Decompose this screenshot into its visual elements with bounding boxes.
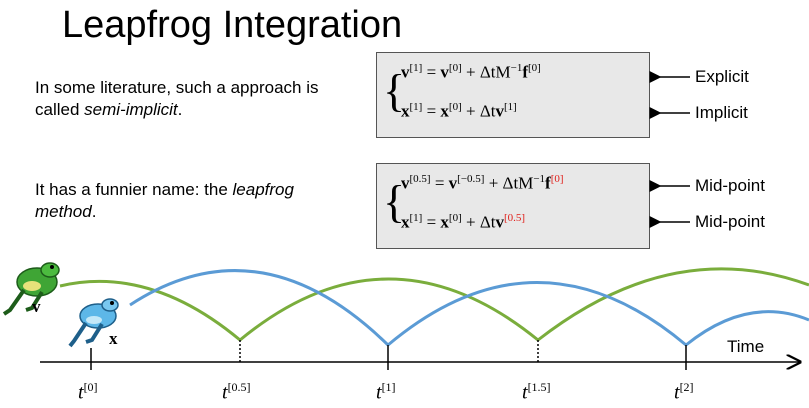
- intro-text: In some literature, such a approach is c…: [35, 77, 355, 121]
- frog-v-label: v: [32, 297, 41, 316]
- blue-arc-3: [685, 310, 809, 347]
- label-explicit: Explicit: [695, 67, 749, 86]
- tick-label-2: t[2]: [674, 380, 694, 404]
- tick-label-0: t[0]: [78, 380, 98, 404]
- intro-text-before: In some literature, such a approach is c…: [35, 78, 319, 119]
- intro-text-after: .: [177, 100, 183, 119]
- equation-velocity-update: v[1] = v[0] + ΔtM−1f[0]: [401, 62, 541, 82]
- tick-label-0-5: t[0.5]: [222, 380, 251, 404]
- green-arc-2: [239, 277, 539, 342]
- blue-arc-2: [387, 281, 687, 347]
- tick-label-1: t[1]: [376, 380, 396, 404]
- time-axis-label: Time: [727, 337, 765, 356]
- label-midpoint-2: Mid-point: [695, 212, 765, 231]
- frog-x-label: x: [109, 329, 118, 348]
- green-arc-3: [537, 267, 809, 342]
- funnier-text-italic: leapfrog method: [35, 180, 294, 221]
- equation-position-update: x[1] = x[0] + Δtv[1]: [401, 101, 517, 121]
- equation-position-midpoint: x[1] = x[0] + Δtv[0.5]: [401, 212, 526, 232]
- page-title: Leapfrog Integration: [62, 4, 403, 46]
- blue-frog-icon: [68, 298, 119, 348]
- equation-box-leapfrog: [376, 163, 650, 249]
- brace-box1: {: [383, 65, 406, 116]
- funnier-text-after: .: [91, 202, 97, 221]
- green-arc-1: [59, 279, 241, 342]
- brace-box2: {: [383, 176, 406, 227]
- funnier-text: It has a funnier name: the leapfrog meth…: [35, 179, 355, 223]
- intro-text-italic: semi-implicit: [84, 100, 178, 119]
- blue-arc-1: [129, 269, 390, 347]
- label-midpoint-1: Mid-point: [695, 176, 765, 195]
- equation-box-semi-implicit: [376, 52, 650, 138]
- label-implicit: Implicit: [695, 103, 748, 122]
- tick-label-1-5: t[1.5]: [522, 380, 551, 404]
- equation-velocity-midpoint: v[0.5] = v[−0.5] + ΔtM−1f[0]: [401, 173, 564, 193]
- funnier-text-before: It has a funnier name: the: [35, 180, 233, 199]
- green-frog-icon: [2, 262, 60, 316]
